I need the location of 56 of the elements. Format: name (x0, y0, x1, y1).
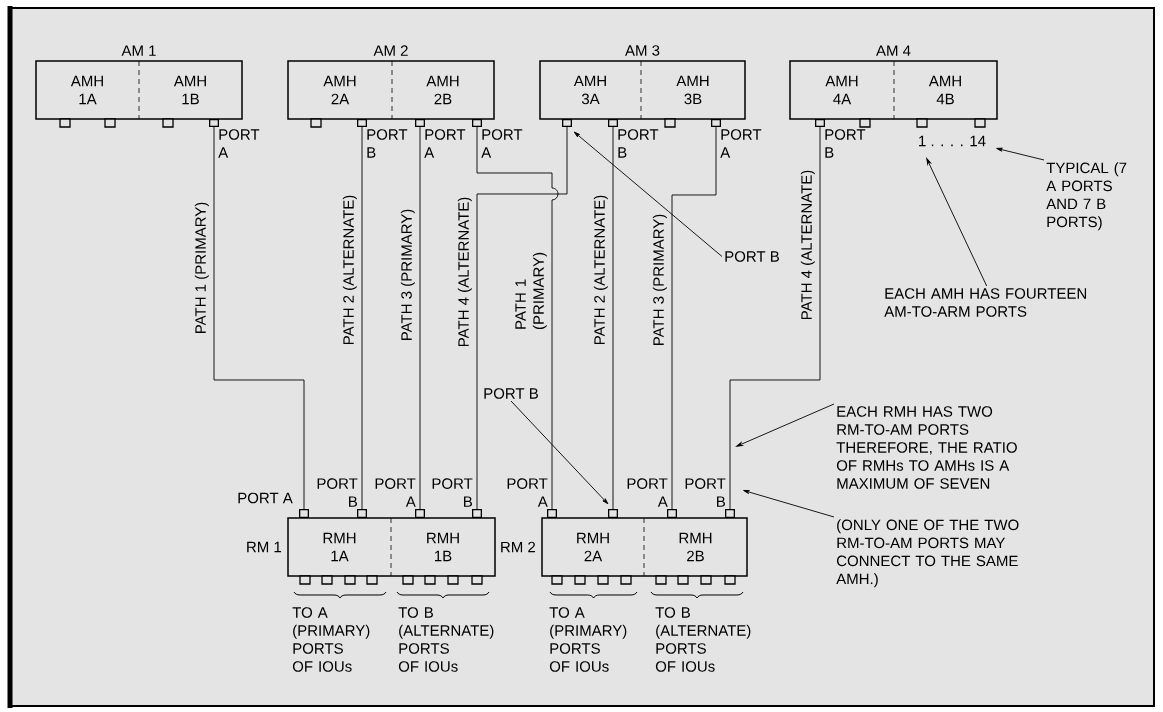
leader-arrow (736, 403, 835, 447)
module-section: AMH 2B (426, 75, 459, 105)
module-section: RMH 2B (679, 532, 712, 562)
leader-arrow (510, 400, 609, 505)
port-label: PORT B (618, 129, 659, 158)
module-section: AMH 4B (928, 75, 961, 105)
port-label: PORT A (424, 129, 466, 158)
port-label: PORT A (481, 129, 523, 158)
path-label: PATH 1 (PRIMARY) (513, 248, 549, 332)
brace-note: TO A (PRIMARY) PORTS OF IOUs (549, 607, 627, 672)
port-label: PORT A (627, 478, 668, 507)
connection-line (357, 119, 367, 518)
leader-arrow (743, 490, 835, 518)
connection-line (415, 119, 425, 518)
port-label: PORT A (507, 478, 548, 507)
leader-arrow (573, 131, 723, 257)
node-label: RM 1 (247, 541, 282, 553)
port-label: PORT B (685, 478, 726, 507)
connection-line (209, 119, 309, 518)
leader-arrow (926, 158, 988, 287)
port-label: PORT B (367, 129, 408, 158)
node-label: AM 2 (373, 45, 408, 56)
port-label: PORT B (317, 478, 358, 507)
node-label: AM 4 (876, 45, 911, 56)
port-label: PORT A (238, 492, 293, 504)
module-section: AMH 4A (825, 75, 858, 105)
brace-note: TO B (ALTERNATE) PORTS OF IOUs (398, 607, 494, 672)
module-section: AMH 3A (573, 75, 606, 105)
node-label: AM 3 (625, 45, 660, 56)
connection-line (608, 119, 618, 518)
callout-text: EACH AMH HAS FOURTEEN AM-TO-ARM PORTS (884, 288, 1087, 317)
module-section: AMH 1A (70, 75, 103, 105)
port-label: PORT B (432, 478, 473, 507)
callout-text: EACH RMH HAS TWO RM-TO-AM PORTS THEREFORE, THE RATIO OF RMHs TO AMHs IS A MAXIMUM OF SEVEN (836, 406, 1017, 489)
connection-line (667, 119, 721, 518)
module-section: RMH 1B (427, 532, 459, 562)
module-section: RMH 1A (323, 532, 356, 562)
port-label: PORT B (825, 129, 866, 158)
callout-text: PORT B (484, 388, 538, 399)
callout-text: TYPICAL (7 A PORTS AND 7 B PORTS) (1046, 162, 1127, 231)
port-label: PORT A (375, 478, 416, 507)
callout-text: (ONLY ONE OF THE TWO RM-TO-AM PORTS MAY CONNECT TO THE SAME AMH.) (836, 519, 1019, 588)
brace-note: TO B (ALTERNATE) PORTS OF IOUs (655, 607, 751, 672)
brace-note: TO A (PRIMARY) PORTS OF IOUs (292, 607, 370, 672)
node-label: RM 2 (501, 541, 536, 553)
connection-line (725, 119, 825, 518)
module-section: AMH 3B (676, 75, 709, 105)
callout-text: PORT B (725, 251, 779, 262)
module-section: AMH 2A (323, 75, 356, 105)
module-section: AMH 1B (173, 75, 206, 105)
module-section: RMH 2A (577, 532, 609, 562)
port-label: PORT A (720, 129, 762, 158)
node-label: AM 1 (121, 45, 156, 56)
port-label: PORT A (218, 129, 260, 158)
port-numbering: 1 . . . . 14 (919, 135, 986, 147)
leader-arrow (996, 147, 1045, 161)
